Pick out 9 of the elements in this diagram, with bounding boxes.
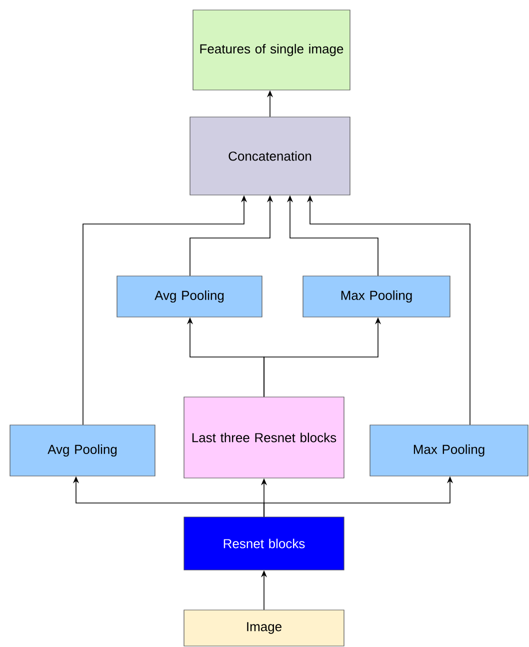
process-box: Concatenation: [190, 116, 350, 196]
pooling-box: Max Pooling: [302, 276, 450, 318]
pooling-box: Avg Pooling: [116, 276, 262, 318]
input-box: Image: [184, 610, 344, 646]
process-box: Last three Resnet blocks: [184, 396, 344, 478]
pooling-box: Max Pooling: [370, 424, 528, 476]
output-box: Features of single image: [192, 10, 350, 90]
process-box: Resnet blocks: [184, 516, 344, 570]
pooling-box: Avg Pooling: [10, 424, 156, 476]
